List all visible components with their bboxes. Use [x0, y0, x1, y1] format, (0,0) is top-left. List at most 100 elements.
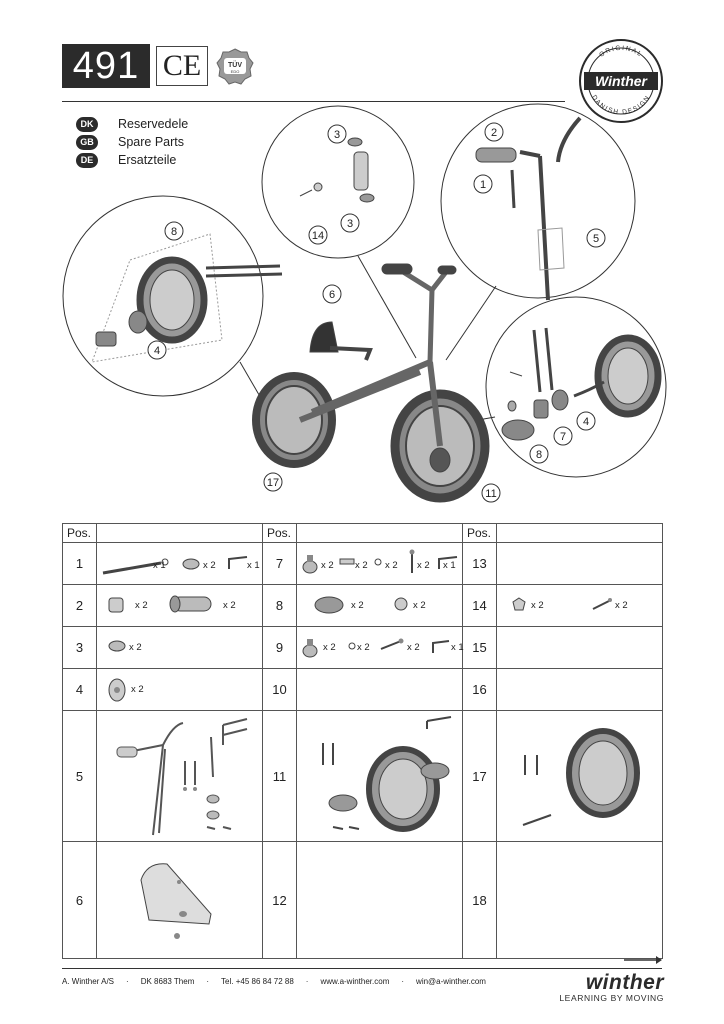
lang-badge-gb: GB — [76, 134, 98, 150]
svg-text:5: 5 — [593, 233, 599, 245]
language-row-dk: DK Reservedele — [76, 116, 188, 132]
detail-circle-rear-wheel — [62, 195, 264, 397]
callout-11: 11 — [481, 483, 501, 503]
pos-number: 12 — [262, 841, 297, 959]
svg-text:11: 11 — [485, 488, 496, 500]
part-cell — [496, 542, 663, 585]
qty-label: x 2 — [615, 600, 628, 611]
qty-label: x 2 — [413, 600, 426, 611]
footer-email: win@a-winther.com — [416, 977, 486, 986]
part-cell: x 2 x 2 — [296, 584, 463, 627]
fork-nut-icon — [302, 639, 318, 658]
lang-label-gb: Spare Parts — [118, 135, 185, 149]
pedal-icon — [314, 596, 344, 614]
bike-main — [252, 263, 490, 503]
footer-separator: · — [206, 977, 210, 986]
pos-number: 14 — [462, 584, 497, 627]
callout-5: 5 — [586, 228, 606, 248]
detail-seat-fixings — [299, 137, 375, 203]
qty-label: x 2 — [323, 642, 336, 653]
qty-label: x 2 — [531, 600, 544, 611]
part-cell: x 2 x 2 x 2 x 1 — [296, 626, 464, 669]
qty-label: x 2 — [357, 642, 370, 653]
axle-rod-icon — [102, 558, 169, 575]
table-row: 1 x 1 x 2 x 1 7 x 2 x 2 x 2 x 2 x 1 13 — [62, 542, 663, 585]
pos-number: 15 — [462, 626, 497, 669]
table-row: 2 x 2 x 2 8 x 2 x 2 14 x 2 x 2 — [62, 584, 663, 627]
callout-14: 14 — [308, 225, 328, 245]
callout-7: 7 — [553, 426, 573, 446]
handle-grip-icon — [169, 595, 212, 613]
detail-circle-handlebar — [440, 103, 636, 299]
footer-separator: · — [126, 977, 129, 986]
detail-handlebar — [475, 116, 582, 301]
allen-key-icon — [432, 640, 450, 653]
qty-label: x 2 — [203, 560, 216, 571]
svg-text:14: 14 — [312, 230, 324, 242]
footer-company: A. Winther A/S — [62, 977, 115, 986]
next-page-arrow-icon — [624, 956, 662, 964]
part-cell: x 2 x 2 — [496, 584, 663, 627]
svg-text:8: 8 — [536, 449, 542, 461]
model-number: 491 — [62, 44, 150, 88]
pos-number: 13 — [462, 542, 497, 585]
footer-separator: · — [305, 977, 309, 986]
qty-label: x 2 — [355, 560, 368, 571]
svg-text:6: 6 — [329, 289, 335, 301]
qty-label: x 2 — [321, 560, 334, 571]
table-header-blank — [496, 523, 663, 543]
part-cell: x 2 — [96, 668, 263, 711]
allen-key-icon — [438, 556, 458, 569]
part-cell — [496, 668, 663, 711]
qty-label: x 2 — [385, 560, 398, 571]
callout-4-left: 4 — [147, 340, 167, 360]
pos-number: 4 — [62, 668, 97, 711]
front-wheel-assembly-icon — [322, 716, 452, 832]
footer-divider — [62, 968, 662, 969]
bolt-icon — [380, 638, 404, 650]
header-divider — [62, 101, 565, 102]
footer-contact: A. Winther A/S · DK 8683 Them · Tel. +45… — [62, 977, 486, 986]
table-row: 5 11 — [62, 710, 663, 842]
footer-address: DK 8683 Them — [140, 977, 195, 986]
svg-text:4: 4 — [583, 416, 589, 428]
part-cell — [496, 841, 663, 959]
part-cell — [496, 626, 663, 669]
part-cell — [96, 841, 263, 959]
qty-label: x 1 — [153, 560, 166, 571]
fork-nut-icon — [302, 555, 318, 574]
ce-mark: CE — [156, 46, 208, 86]
callout-3-top: 3 — [327, 124, 347, 144]
lang-label-de: Ersatzteile — [118, 153, 177, 167]
table-row: 6 12 18 — [62, 841, 663, 959]
callout-2: 2 — [484, 122, 504, 142]
part-cell — [96, 710, 263, 842]
washer-icon — [374, 558, 382, 566]
rear-wheel-assembly-icon — [522, 728, 640, 826]
part-cell: x 1 x 2 x 1 — [96, 542, 263, 585]
qty-label: x 2 — [223, 600, 236, 611]
detail-front-wheel — [501, 327, 662, 441]
allen-key-icon — [228, 556, 248, 569]
callout-3-bottom: 3 — [340, 213, 360, 233]
detail-rear-wheel — [91, 233, 283, 363]
cap-nut-icon — [182, 558, 200, 570]
table-header-pos: Pos. — [62, 523, 97, 543]
language-row-de: DE Ersatzteile — [76, 152, 176, 168]
tuv-certification-icon: TÜV EDO — [216, 48, 254, 85]
pos-number: 10 — [262, 668, 297, 711]
winther-logo: ORIGINAL DANISH DESIGN Winther — [579, 39, 663, 123]
pos-number: 7 — [262, 542, 297, 585]
pos-number: 6 — [62, 841, 97, 959]
callout-6: 6 — [322, 284, 342, 304]
svg-text:7: 7 — [560, 431, 566, 443]
bolt-icon — [409, 549, 415, 573]
footer-wordmark: winther — [585, 971, 664, 994]
lang-badge-dk: DK — [76, 116, 98, 132]
pos-number: 1 — [62, 542, 97, 585]
svg-text:4: 4 — [154, 345, 160, 357]
table-header-blank — [296, 523, 463, 543]
cap-nut-icon — [108, 640, 126, 652]
qty-label: x 2 — [135, 600, 148, 611]
svg-text:1: 1 — [480, 179, 486, 191]
